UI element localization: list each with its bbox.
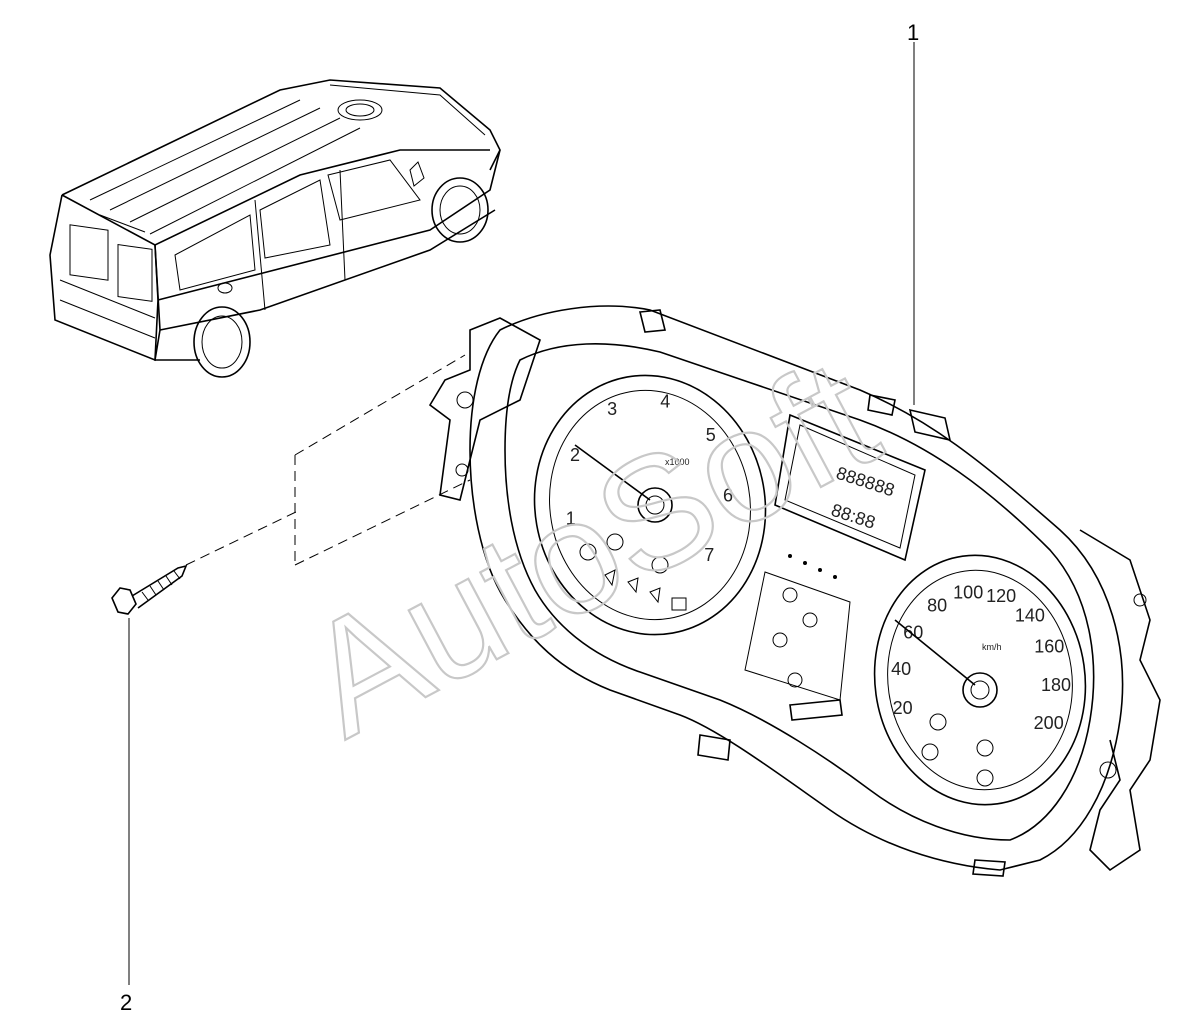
callout-2: 2 <box>120 990 133 1015</box>
speedo-number-200: 200 <box>1034 713 1064 733</box>
vehicle-icon <box>49 79 501 378</box>
speedo-number-40: 40 <box>891 659 911 679</box>
tacho-number-6: 6 <box>723 485 733 505</box>
tacho-number-4: 4 <box>660 391 670 411</box>
tacho-number-7: 7 <box>704 545 714 565</box>
speedometer-unit: km/h <box>982 642 1002 652</box>
speedo-number-160: 160 <box>1034 637 1064 657</box>
speedo-number-80: 80 <box>927 596 947 616</box>
tacho-number-2: 2 <box>570 445 580 465</box>
callout-1: 1 <box>907 20 920 45</box>
speedo-number-180: 180 <box>1041 675 1071 695</box>
screw-icon <box>111 564 188 615</box>
speedo-number-120: 120 <box>986 586 1016 606</box>
speedo-number-20: 20 <box>893 698 913 718</box>
speedo-number-140: 140 <box>1015 605 1045 625</box>
tacho-number-3: 3 <box>607 399 617 419</box>
tacho-number-5: 5 <box>706 425 716 445</box>
speedo-number-100: 100 <box>953 583 983 603</box>
tacho-number-1: 1 <box>566 509 576 529</box>
speedo-number-60: 60 <box>903 623 923 643</box>
tachometer-numbers: 1 2 3 4 5 6 7 <box>566 391 733 565</box>
leader-lines <box>128 42 915 985</box>
tachometer-unit: x1000 <box>665 457 690 467</box>
